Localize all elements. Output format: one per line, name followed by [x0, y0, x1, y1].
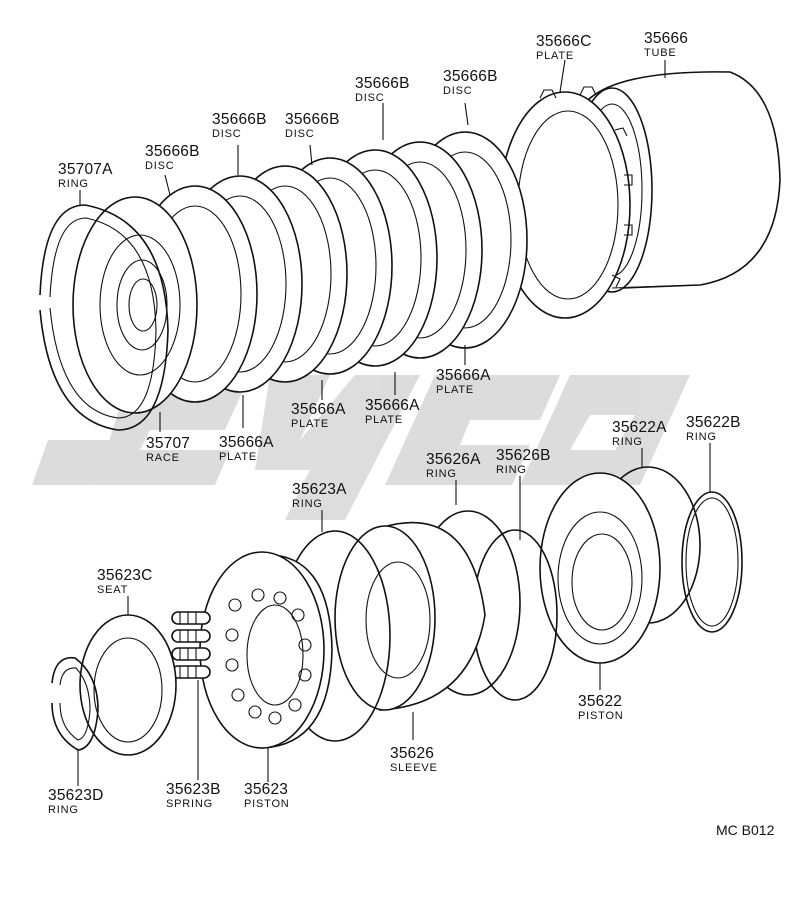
label-35666B-5: 35666B DISC [443, 69, 498, 97]
part-number: 35622A [612, 419, 667, 436]
part-number: 35666 [644, 30, 689, 47]
part-number: 35666B [355, 75, 410, 92]
part-number: 35666A [365, 397, 420, 414]
part-number: 35666B [285, 111, 340, 128]
label-35666: 35666 TUBE [644, 31, 688, 59]
label-35623: 35623 PISTON [244, 782, 290, 810]
part-desc: DISC [212, 127, 242, 140]
label-35622A: 35622A RING [612, 420, 667, 448]
part-desc: RING [612, 435, 643, 448]
label-35666B-3: 35666B DISC [285, 112, 340, 140]
part-number: 35666B [145, 143, 200, 160]
part-desc: SPRING [166, 797, 213, 810]
part-number: 35626A [426, 451, 481, 468]
ring-35622B [681, 491, 743, 633]
part-desc: DISC [285, 127, 315, 140]
part-number: 35626 [390, 745, 435, 762]
piston-35622 [539, 472, 661, 664]
part-desc: RING [496, 463, 527, 476]
label-35623B: 35623B SPRING [166, 782, 221, 810]
label-35626B: 35626B RING [496, 448, 551, 476]
part-number: 35707 [146, 435, 191, 452]
part-number: 35707A [58, 161, 113, 178]
part-desc: PLATE [536, 49, 575, 62]
part-desc: SLEEVE [390, 761, 438, 774]
part-desc: DISC [145, 159, 175, 172]
label-35623C: 35623C SEAT [97, 568, 153, 596]
label-35666A-2: 35666A PLATE [291, 402, 346, 430]
label-35666B-2: 35666B DISC [212, 112, 267, 140]
label-35707A: 35707A RING [58, 162, 113, 190]
label-35626A: 35626A RING [426, 452, 481, 480]
part-desc: PLATE [365, 413, 404, 426]
part-desc: PISTON [244, 797, 290, 810]
label-35666A-1: 35666A PLATE [219, 435, 274, 463]
springs-35623B [171, 611, 211, 679]
part-number: 35666C [536, 33, 592, 50]
piston-35623 [199, 551, 333, 749]
label-35707: 35707 RACE [146, 436, 190, 464]
watermark-logo [32, 375, 690, 520]
part-number: 35666A [219, 434, 274, 451]
part-number: 35666A [436, 367, 491, 384]
part-number: 35623D [48, 787, 104, 804]
sleeve-35626 [334, 521, 486, 711]
label-35666B-4: 35666B DISC [355, 76, 410, 104]
snap-ring-35707A [39, 204, 169, 431]
part-number: 35626B [496, 447, 551, 464]
part-desc: PISTON [578, 709, 624, 722]
part-number: 35666A [291, 401, 346, 418]
part-desc: PLATE [219, 450, 258, 463]
part-desc: RACE [146, 451, 180, 464]
label-35666B-1: 35666B DISC [145, 144, 200, 172]
drawing-code: MC B012 [716, 822, 775, 838]
part-desc: RING [292, 497, 323, 510]
label-35623D: 35623D RING [48, 788, 104, 816]
label-35623A: 35623A RING [292, 482, 347, 510]
part-number: 35622 [578, 693, 623, 710]
label-35626: 35626 SLEEVE [390, 746, 438, 774]
part-desc: RING [686, 430, 717, 443]
leader-lines [77, 59, 711, 786]
part-number: 35622B [686, 414, 741, 431]
label-35666A-3: 35666A PLATE [365, 398, 420, 426]
part-desc: PLATE [436, 383, 475, 396]
seat-35623C [79, 614, 177, 756]
part-desc: RING [58, 177, 89, 190]
part-desc: TUBE [644, 46, 677, 59]
part-number: 35666B [212, 111, 267, 128]
part-desc: RING [48, 803, 79, 816]
part-number: 35623 [244, 781, 289, 798]
part-desc: DISC [355, 91, 385, 104]
part-number: 35623A [292, 481, 347, 498]
part-desc: PLATE [291, 417, 330, 430]
label-35622: 35622 PISTON [578, 694, 624, 722]
label-35666A-4: 35666A PLATE [436, 368, 491, 396]
part-number: 35666B [443, 68, 498, 85]
part-desc: DISC [443, 84, 473, 97]
part-number: 35623C [97, 567, 153, 584]
part-desc: RING [426, 467, 457, 480]
label-35622B: 35622B RING [686, 415, 741, 443]
part-number: 35623B [166, 781, 221, 798]
snap-ring-35623D [51, 656, 99, 751]
part-desc: SEAT [97, 583, 129, 596]
label-35666C: 35666C PLATE [536, 34, 592, 62]
